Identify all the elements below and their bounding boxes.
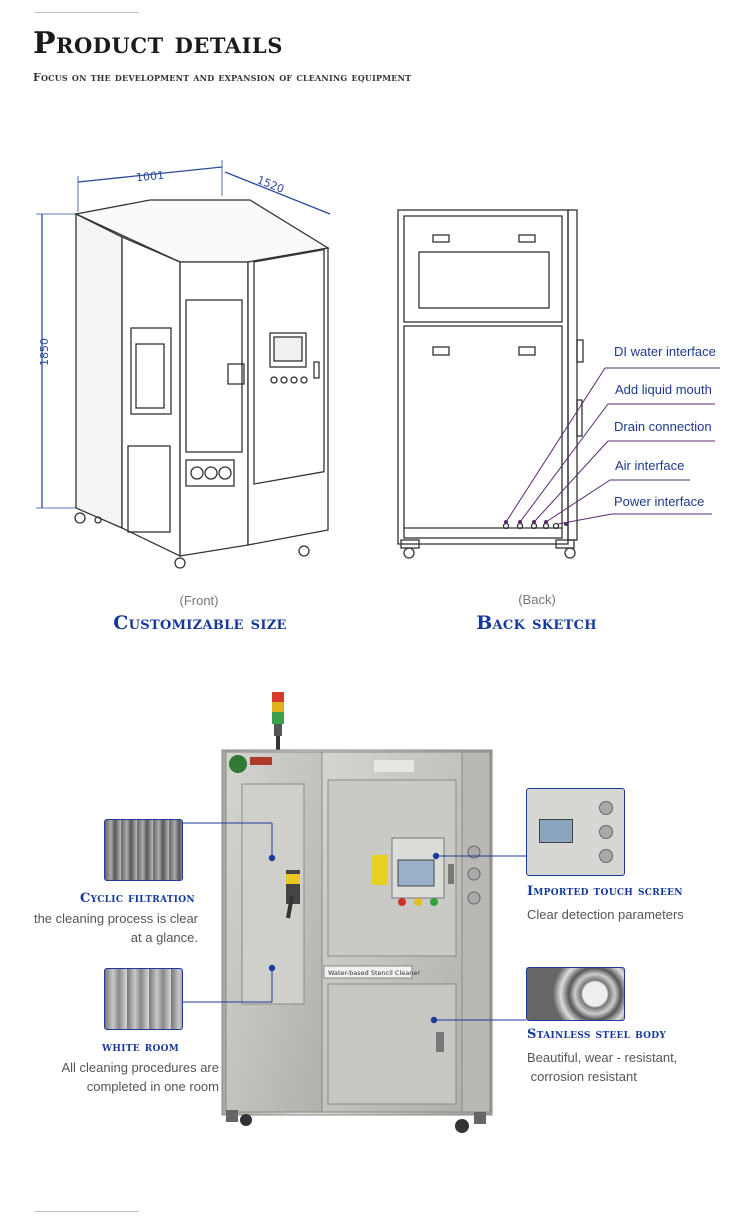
feature-text-white-room-2: completed in one room [86,1079,219,1094]
feature-heading-touch-screen: Imported touch screen [527,884,683,899]
interface-label-di-water: DI water interface [614,344,716,359]
dim-width-label: 1001 [136,169,165,184]
interface-label-add-liquid: Add liquid mouth [615,382,712,397]
back-caption: Back sketch [476,612,597,634]
feature-text-touch-screen: Clear detection parameters [527,907,684,922]
feature-heading-white-room: white room [102,1040,180,1055]
feature-heading-stainless-body: Stainless steel body [527,1027,667,1042]
front-caption: Customizable size [113,612,287,634]
thumb-stainless-body [526,967,625,1021]
thumb-touch-screen [526,788,625,876]
feature-text-cyclic-filtration-1: the cleaning process is clear [33,911,198,926]
front-view-label: (Front) [179,593,219,608]
feature-heading-cyclic-filtration: Cyclic filtration [80,891,195,906]
feature-text-stainless-body-1: Beautiful, wear - resistant, [527,1050,678,1065]
machine-nameplate: Water-based Stencil Cleaner [328,969,420,977]
page-title: Product details [33,26,283,61]
interface-label-air: Air interface [615,458,685,473]
feature-text-stainless-body-2: corrosion resistant [527,1069,637,1084]
interface-label-drain: Drain connection [614,419,712,434]
feature-text-cyclic-filtration-2: at a glance. [130,930,198,945]
bottom-divider [35,1211,139,1212]
back-view-label: (Back) [518,592,556,607]
dim-height-label: 1850 [38,338,51,366]
top-divider [35,12,139,13]
thumb-cyclic-filtration [104,819,183,881]
feature-text-white-room-1: All cleaning procedures are [61,1060,219,1075]
thumb-white-room [104,968,183,1030]
interface-label-power: Power interface [614,494,705,509]
page-subtitle: Focus on the development and expansion o… [33,71,412,84]
